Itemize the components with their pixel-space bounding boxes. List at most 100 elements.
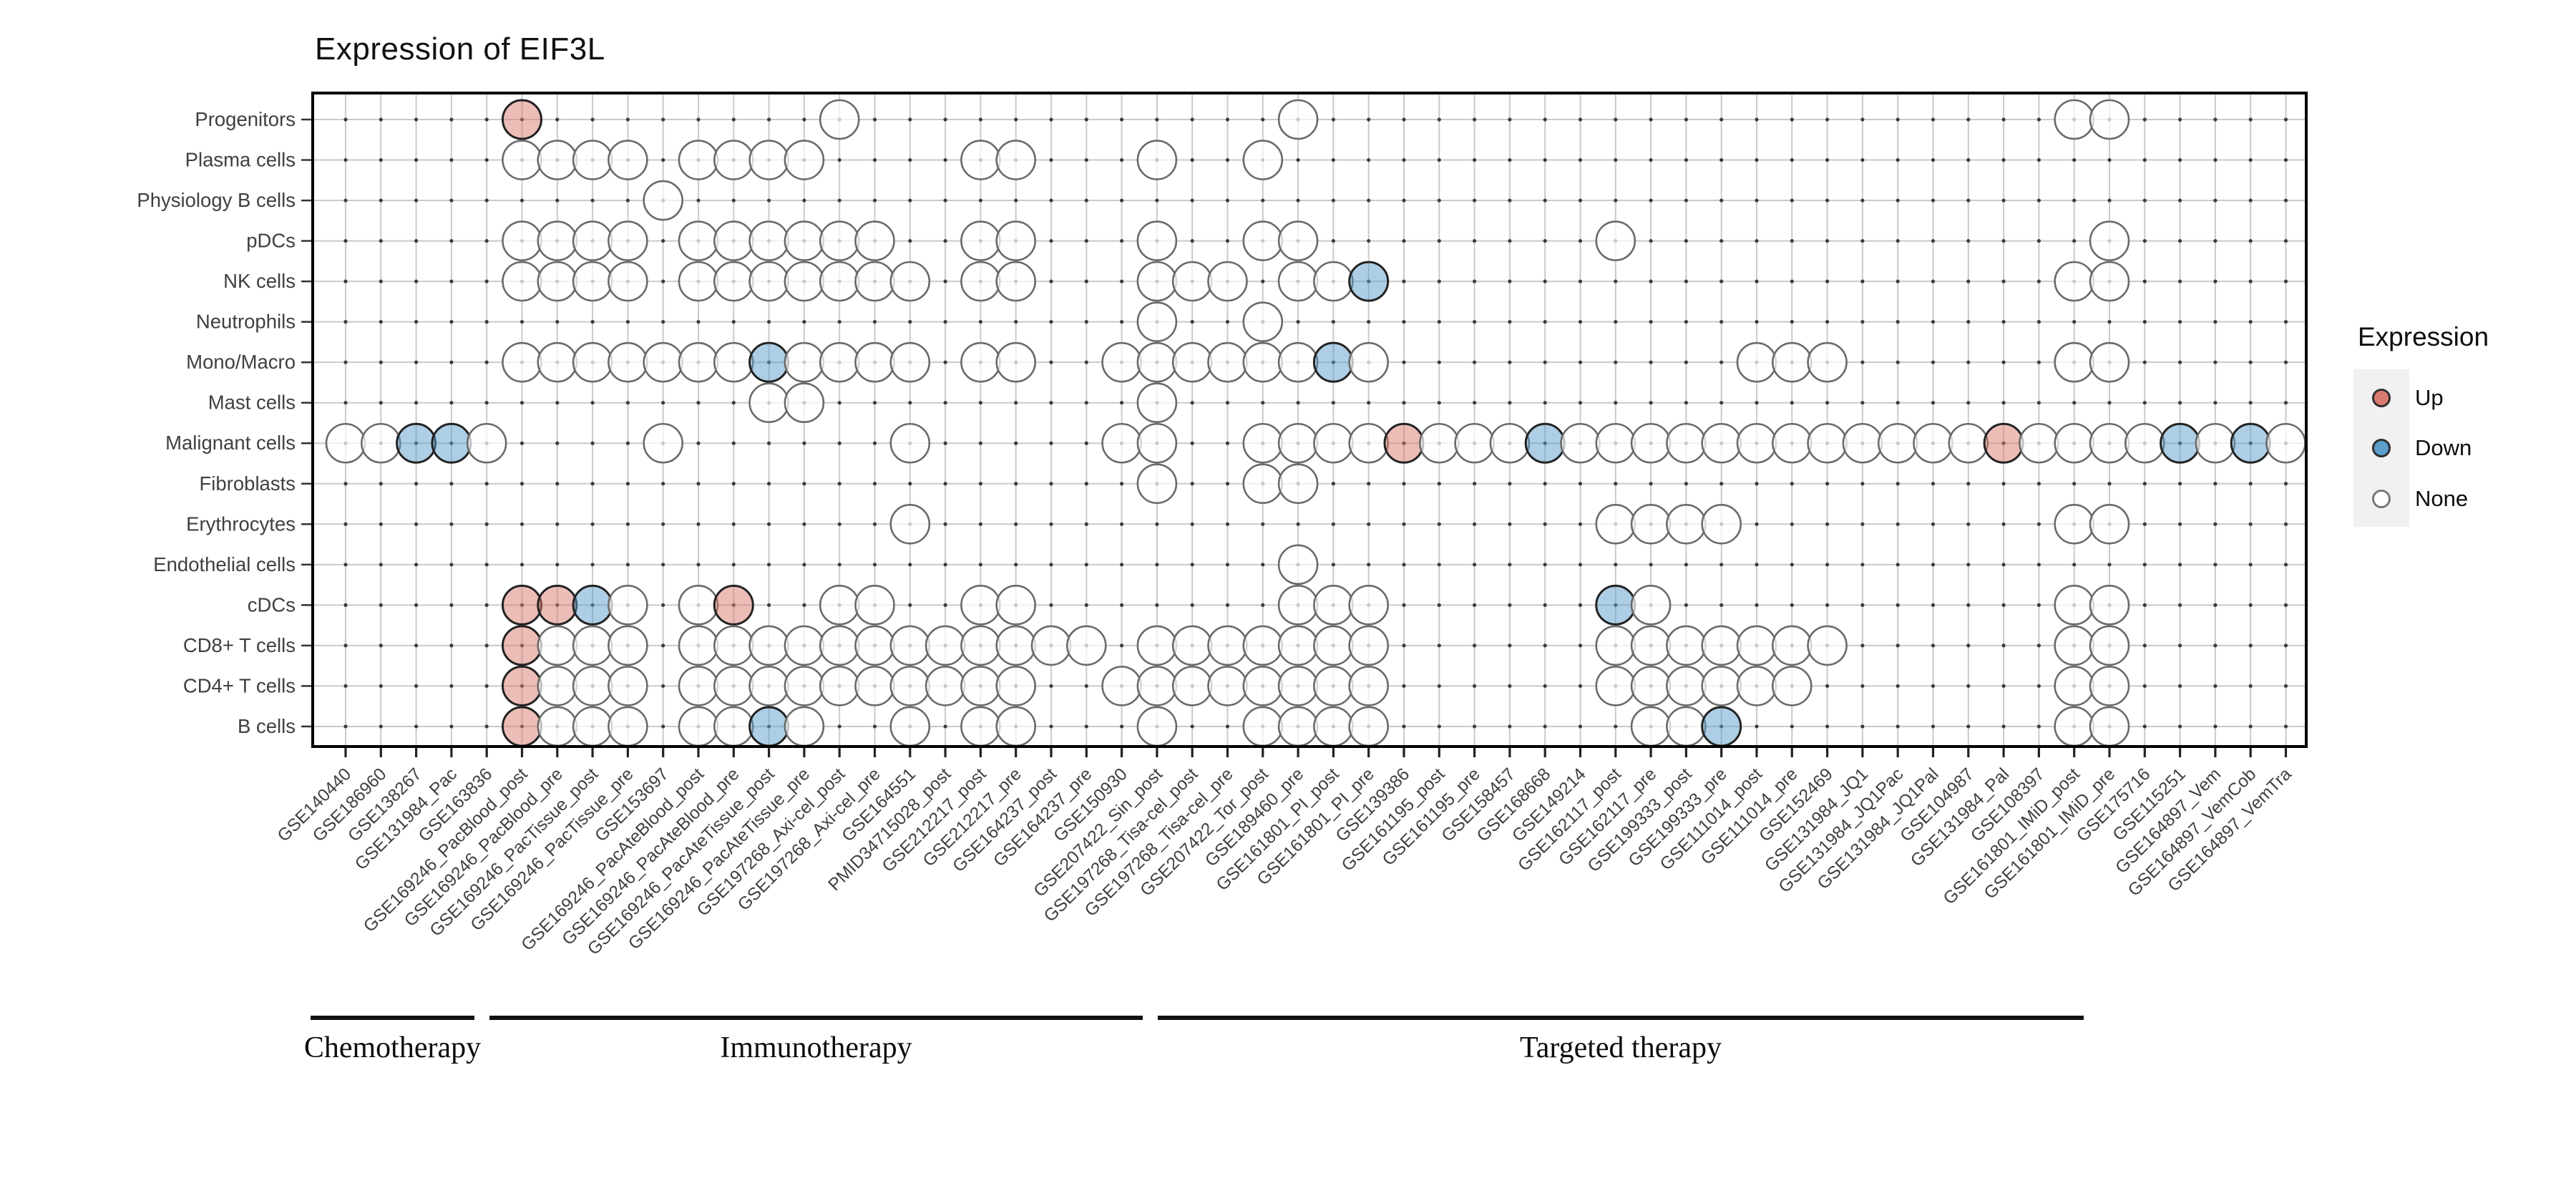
grid-dot bbox=[1896, 157, 1900, 162]
grid-dot bbox=[1578, 238, 1583, 243]
grid-dot bbox=[1508, 198, 1512, 203]
dot-none bbox=[502, 341, 542, 383]
dot-none bbox=[854, 261, 895, 302]
dot-none bbox=[924, 666, 966, 706]
dot-none bbox=[1701, 666, 1742, 706]
dot-none bbox=[1277, 544, 1319, 585]
grid-dot bbox=[731, 117, 736, 122]
dot-none bbox=[1277, 706, 1319, 747]
grid-dot bbox=[1966, 724, 1971, 729]
grid-dot bbox=[2142, 643, 2147, 648]
grid-dot bbox=[1508, 724, 1512, 729]
grid-dot bbox=[1614, 724, 1618, 729]
grid-dot bbox=[2036, 238, 2041, 243]
grid-dot bbox=[1190, 157, 1194, 162]
grid-dot bbox=[2213, 684, 2218, 689]
dot-none bbox=[1277, 585, 1319, 626]
grid-dot bbox=[1684, 117, 1688, 122]
grid-dot bbox=[1473, 724, 1477, 729]
dot-none bbox=[748, 140, 789, 180]
grid-dot bbox=[343, 563, 348, 567]
grid-dot bbox=[1084, 117, 1088, 122]
grid-dot bbox=[2213, 563, 2218, 567]
grid-dot bbox=[1931, 320, 1936, 324]
grid-dot bbox=[837, 482, 841, 486]
dot-none bbox=[1242, 625, 1284, 666]
grid-dot bbox=[1684, 157, 1688, 162]
dot-down bbox=[1524, 422, 1566, 464]
dot-none bbox=[819, 341, 860, 383]
grid-dot bbox=[1825, 198, 1830, 203]
grid-dot bbox=[1049, 279, 1053, 283]
grid-dot bbox=[2142, 117, 2147, 122]
grid-dot bbox=[1084, 482, 1088, 486]
dot-none bbox=[2195, 422, 2236, 464]
dot-none bbox=[678, 220, 719, 261]
grid-dot bbox=[1825, 684, 1830, 689]
grid-dot bbox=[484, 360, 489, 364]
grid-dot bbox=[661, 563, 665, 567]
grid-dot bbox=[1190, 441, 1194, 445]
grid-dot bbox=[2178, 724, 2182, 729]
grid-dot bbox=[1543, 117, 1547, 122]
grid-dot bbox=[1084, 603, 1088, 607]
grid-dot bbox=[1190, 117, 1194, 122]
grid-dot bbox=[1508, 563, 1512, 567]
grid-dot bbox=[379, 279, 383, 283]
dot-down bbox=[1312, 341, 1354, 383]
grid-dot bbox=[1543, 279, 1547, 283]
grid-dot bbox=[661, 684, 665, 689]
grid-dot bbox=[872, 441, 877, 445]
grid-dot bbox=[414, 724, 419, 729]
grid-dot bbox=[1543, 724, 1547, 729]
grid-dot bbox=[1437, 482, 1441, 486]
grid-dot bbox=[1120, 157, 1124, 162]
grid-dot bbox=[1755, 724, 1759, 729]
dot-none bbox=[643, 341, 684, 383]
grid-dot bbox=[1402, 238, 1406, 243]
dot-none bbox=[1313, 585, 1354, 626]
dot-none bbox=[995, 706, 1036, 747]
grid-dot bbox=[872, 482, 877, 486]
dot-none bbox=[1207, 625, 1248, 666]
grid-dot bbox=[1367, 320, 1371, 324]
grid-dot bbox=[2036, 279, 2041, 283]
grid-dot bbox=[1896, 603, 1900, 607]
dot-none bbox=[1666, 422, 1707, 464]
dot-none bbox=[1136, 301, 1178, 342]
grid-dot bbox=[1578, 198, 1583, 203]
dot-up bbox=[1383, 422, 1425, 464]
grid-dot bbox=[590, 320, 595, 324]
grid-dot bbox=[1225, 482, 1230, 486]
grid-dot bbox=[1966, 563, 1971, 567]
y-axis-label: B cells bbox=[238, 715, 296, 737]
dot-none bbox=[1136, 382, 1178, 424]
grid-dot bbox=[731, 320, 736, 324]
grid-dot bbox=[484, 157, 489, 162]
grid-dot bbox=[1437, 643, 1441, 648]
grid-dot bbox=[767, 522, 771, 526]
dot-none bbox=[1313, 706, 1354, 747]
grid-dot bbox=[414, 117, 419, 122]
grid-dot bbox=[1190, 522, 1194, 526]
grid-dot bbox=[1755, 157, 1759, 162]
dot-none bbox=[1313, 666, 1354, 706]
grid-dot bbox=[1331, 401, 1335, 405]
grid-dot bbox=[1473, 563, 1477, 567]
grid-dot bbox=[1402, 157, 1406, 162]
grid-dot bbox=[2036, 522, 2041, 526]
grid-dot bbox=[2178, 522, 2182, 526]
grid-dot bbox=[908, 482, 912, 486]
grid-dot bbox=[1225, 522, 1230, 526]
grid-dot bbox=[1084, 441, 1088, 445]
dot-none bbox=[1807, 341, 1848, 383]
grid-dot bbox=[2107, 401, 2112, 405]
dot-none bbox=[819, 625, 860, 666]
grid-dot bbox=[802, 117, 806, 122]
grid-dot bbox=[343, 724, 348, 729]
dot-none bbox=[2089, 625, 2130, 666]
dot-none bbox=[995, 625, 1036, 666]
dot-none bbox=[572, 706, 613, 747]
dot-none bbox=[1772, 666, 1813, 706]
grid-dot bbox=[2142, 360, 2147, 364]
